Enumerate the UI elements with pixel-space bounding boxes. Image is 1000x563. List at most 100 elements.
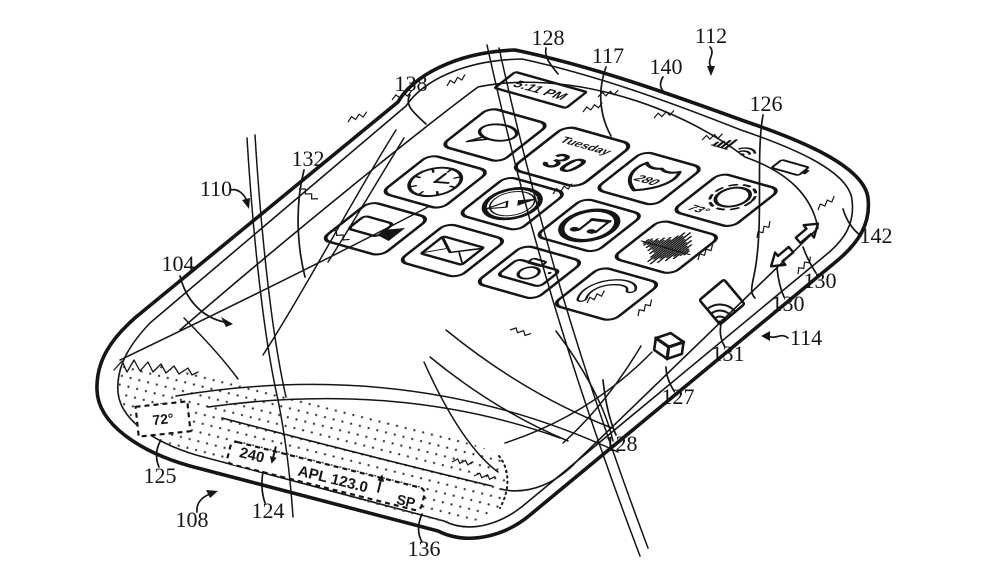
leader-136 [417, 513, 423, 543]
ref-label-132: 132 [292, 146, 325, 171]
ref-label-127: 127 [662, 384, 695, 409]
ref-label-131: 131 [712, 341, 745, 366]
altitude-value: 240 [238, 444, 266, 467]
ref-label-128-bottom: 128 [605, 431, 638, 456]
edge-readout-strip: 240 APL 123.0 SP [226, 440, 426, 512]
torn-texture-edge [113, 359, 199, 376]
ref-label-114: 114 [790, 325, 822, 350]
stipple-texture [114, 360, 511, 521]
icon-music [537, 198, 641, 253]
band-crease-line [221, 417, 493, 487]
leader-128-bottom [602, 379, 617, 436]
leader-130-upper [802, 246, 817, 274]
ref-label-117: 117 [592, 43, 624, 68]
leader-140 [659, 76, 669, 96]
arrow-left-icon [769, 245, 795, 268]
temperature-box [134, 400, 192, 438]
leader-131 [719, 319, 726, 348]
arrowhead-112 [707, 66, 715, 76]
volume-down-button [769, 245, 795, 268]
leader-130-lower [776, 267, 785, 298]
reflection-line [327, 137, 405, 263]
icon-messages [443, 108, 547, 162]
icon-calendar: Tuesday 30 [513, 126, 631, 187]
reflection-line [504, 351, 653, 444]
ref-label-140: 140 [650, 54, 683, 79]
ref-label-124: 124 [252, 498, 285, 523]
ref-label-108: 108 [176, 507, 209, 532]
leader-128-top [544, 47, 559, 75]
arrowhead-108 [206, 490, 218, 498]
arrowheads [206, 66, 770, 498]
home-screen-plane: 5:11 PM Tuesday 30 280 [323, 71, 810, 321]
reflection-line [555, 330, 614, 442]
edge-readout-temperature: 72° [134, 400, 192, 438]
reflection-line [445, 329, 613, 429]
reflection-line [183, 317, 239, 380]
leader-127 [665, 366, 675, 392]
connector-cube [652, 331, 686, 361]
reflection-line [498, 47, 649, 549]
down-arrow-icon [269, 446, 277, 464]
leader-110-arrow [229, 188, 248, 202]
ticker-strip-box [226, 440, 426, 512]
speaker-icon [698, 278, 746, 326]
leader-104-arrow [179, 275, 225, 323]
calendar-day: 30 [534, 148, 593, 178]
leader-126 [750, 114, 764, 299]
ref-label-142: 142 [860, 223, 893, 248]
weather-temp: 73° [685, 203, 714, 217]
arrow-right-icon [794, 222, 820, 245]
envelope-icon [420, 235, 485, 266]
battery-icon [771, 159, 810, 176]
leader-108-arrow [196, 493, 211, 513]
reflection-line [423, 361, 499, 473]
front-face-edge [179, 81, 819, 492]
reflection-line [262, 129, 397, 356]
speaker-port [698, 278, 746, 326]
ref-label-136: 136 [408, 536, 441, 561]
leader-117 [599, 66, 612, 137]
side-controls [652, 222, 820, 361]
icon-mail [400, 223, 505, 278]
leader-112-arrow [708, 46, 713, 68]
ref-label-126: 126 [750, 91, 783, 116]
leader-142 [842, 208, 862, 237]
interstate-shield-icon [627, 161, 682, 192]
reference-numerals: 138 128 117 140 112 126 132 110 104 142 … [144, 23, 893, 561]
volume-up-button [794, 222, 820, 245]
leader-125 [155, 439, 162, 468]
up-arrow-icon [377, 474, 385, 493]
cell-signal-icon [710, 139, 738, 150]
icon-phone [554, 267, 659, 321]
edge-display-band: 72° 240 APL 123.0 SP [113, 359, 511, 521]
ref-label-110: 110 [200, 176, 232, 201]
icon-voice-memos [614, 220, 718, 274]
ref-label-125: 125 [144, 463, 177, 488]
stipple-end-boundary [498, 455, 509, 509]
ref-label-130-upper: 130 [804, 268, 837, 293]
sun-icon [713, 186, 753, 208]
icon-safari-compass [460, 176, 564, 231]
reflection-line [562, 345, 642, 444]
leader-132 [297, 169, 306, 278]
wifi-icon [738, 147, 757, 156]
icon-weather: 73° [674, 173, 778, 227]
time-value: 5:11 PM [509, 78, 572, 102]
reflection-line [429, 356, 569, 442]
ref-label-138: 138 [395, 71, 428, 96]
icon-clock [383, 155, 487, 209]
reflection-line [207, 397, 561, 439]
leader-124 [261, 471, 266, 504]
ref-label-130-lower: 130 [772, 291, 805, 316]
ref-label-128-top: 128 [532, 25, 565, 50]
device-outline [95, 48, 871, 540]
reflection-line [175, 383, 619, 453]
inner-glass-edge [117, 58, 854, 528]
marker-value: SP [395, 491, 417, 511]
icon-video-camera [323, 202, 427, 256]
temperature-value: 72° [152, 410, 175, 428]
reflection-line [246, 137, 294, 518]
arrowhead-114 [761, 331, 770, 341]
